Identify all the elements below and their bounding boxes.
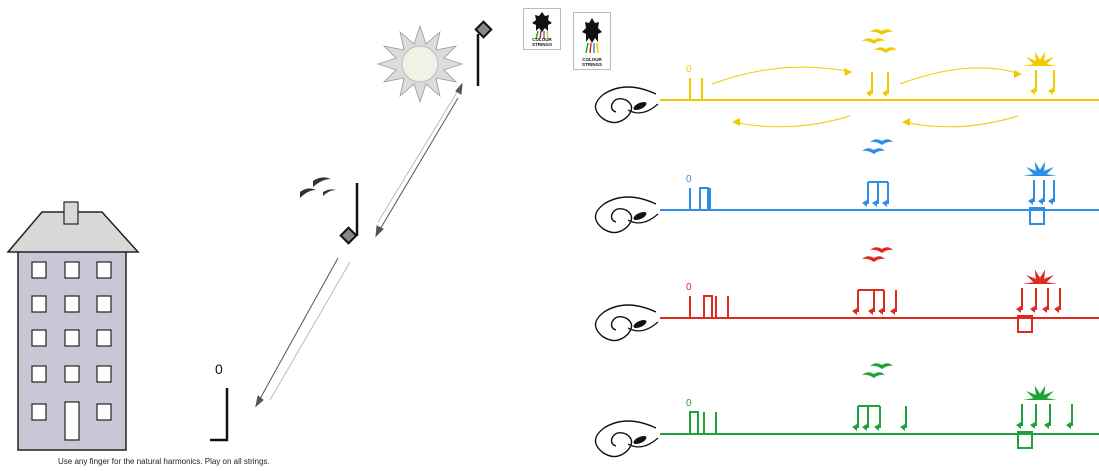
- open-string-note: 0: [210, 361, 229, 442]
- instruction-caption: Use any finger for the natural harmonics…: [58, 457, 270, 466]
- open-string-label: 0: [215, 361, 223, 377]
- colour-strings-logo-2: COLOUR STRINGS: [573, 12, 611, 70]
- violin-logo-icon: [532, 12, 552, 40]
- staff-open-label: 0: [686, 174, 692, 185]
- staves-group: 0 0 0 0: [594, 29, 1099, 458]
- staff-blue: 0: [594, 139, 1099, 234]
- colour-strings-logo-1: COLOUR STRINGS: [523, 8, 561, 50]
- violin-logo-icon: [582, 18, 602, 54]
- sun-icon: [376, 24, 464, 104]
- staff-open-label: 0: [686, 398, 692, 409]
- yellow-curve-arrows: [711, 66, 1022, 128]
- staff-open-label: 0: [686, 64, 692, 75]
- logo-text: COLOUR STRINGS: [581, 57, 602, 67]
- staff-yellow: 0: [594, 29, 1099, 124]
- house-icon: [6, 201, 140, 451]
- top-harmonic-note: [474, 20, 493, 86]
- harmonic-arrows: [255, 82, 463, 408]
- staff-open-label: 0: [686, 282, 692, 293]
- birds-icon: [300, 177, 336, 198]
- staff-red: 0: [594, 247, 1099, 342]
- staff-green: 0: [594, 363, 1099, 458]
- octave-harmonic-note: [339, 183, 359, 245]
- logo-text: COLOUR STRINGS: [531, 37, 552, 47]
